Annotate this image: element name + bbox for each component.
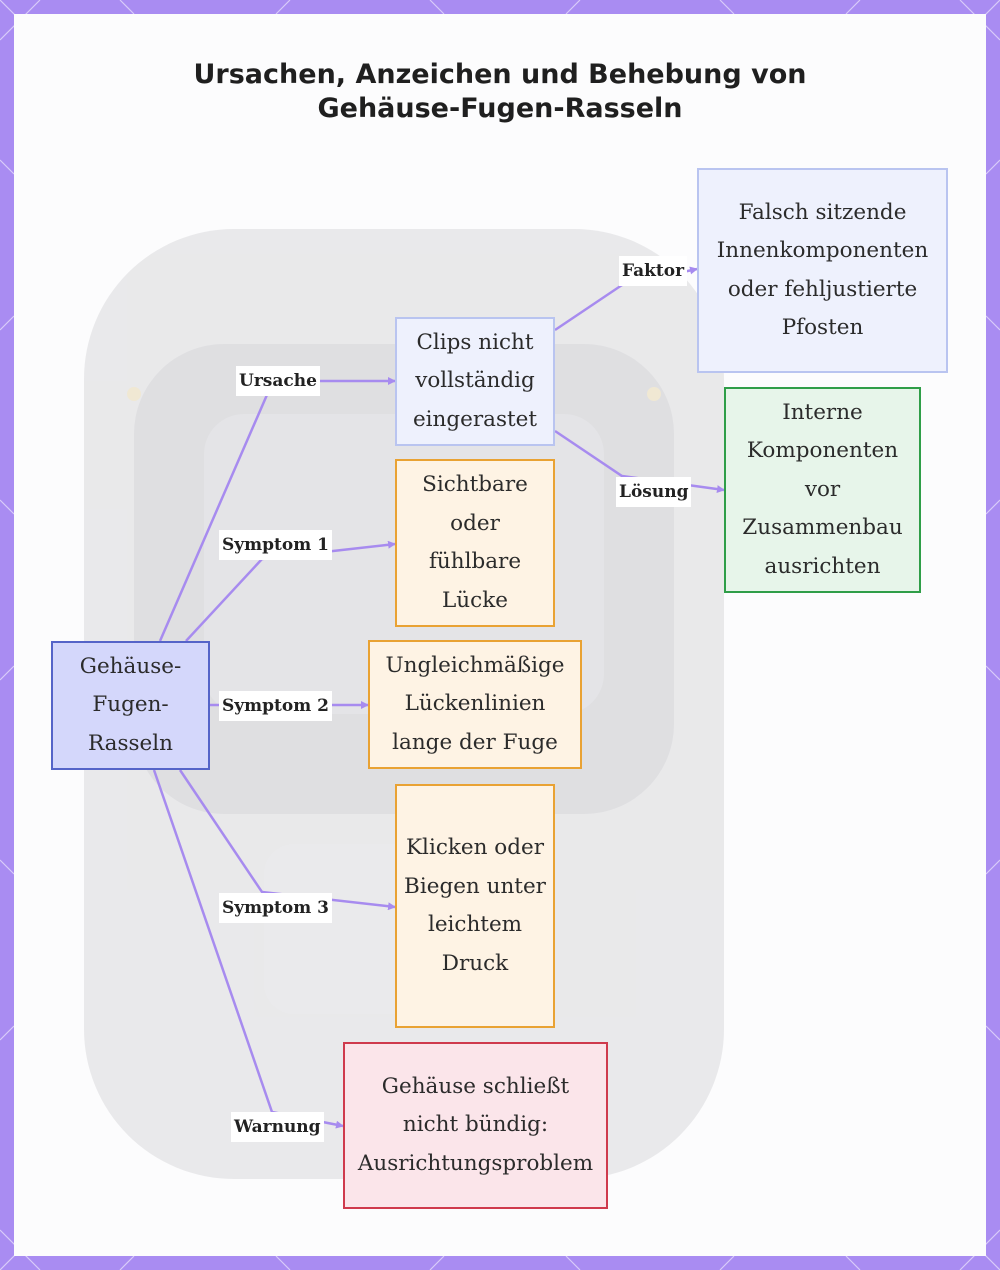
- node-warning: Gehäuse schließt nicht bündig: Ausrichtu…: [343, 1042, 608, 1209]
- edge-warnung: [152, 769, 344, 1129]
- edge-label-symptom-1: Symptom 1: [219, 530, 332, 560]
- edge-label-loesung: Lösung: [616, 477, 692, 507]
- edge-label-warnung: Warnung: [231, 1112, 324, 1142]
- edge-label-faktor: Faktor: [619, 256, 688, 286]
- edge-label-symptom-3: Symptom 3: [219, 893, 332, 923]
- edge-label-symptom-2: Symptom 2: [219, 691, 332, 721]
- title-line-2: Gehäuse-Fugen-Rasseln: [317, 93, 683, 124]
- diagram-canvas: Ursachen, Anzeichen und Behebung von Geh…: [14, 14, 986, 1256]
- node-symptom-1: Sichtbare oder fühlbare Lücke: [395, 459, 555, 627]
- node-cause: Clips nicht vollständig eingerastet: [395, 317, 555, 446]
- node-factor: Falsch sitzende Innenkomponenten oder fe…: [697, 168, 948, 373]
- edge-ursache: [158, 377, 396, 642]
- title-line-1: Ursachen, Anzeichen und Behebung von: [193, 59, 807, 90]
- diagram-title: Ursachen, Anzeichen und Behebung von Geh…: [14, 58, 986, 126]
- edge-label-ursache: Ursache: [236, 366, 320, 396]
- node-symptom-2: Ungleichmäßige Lückenlinien lange der Fu…: [368, 640, 582, 769]
- edge-symptom3: [178, 769, 396, 911]
- node-symptom-3: Klicken oder Biegen unter leichtem Druck: [395, 784, 555, 1028]
- node-solution: Interne Komponenten vor Zusammenbau ausr…: [724, 387, 921, 593]
- node-root: Gehäuse-Fugen-Rasseln: [51, 641, 210, 770]
